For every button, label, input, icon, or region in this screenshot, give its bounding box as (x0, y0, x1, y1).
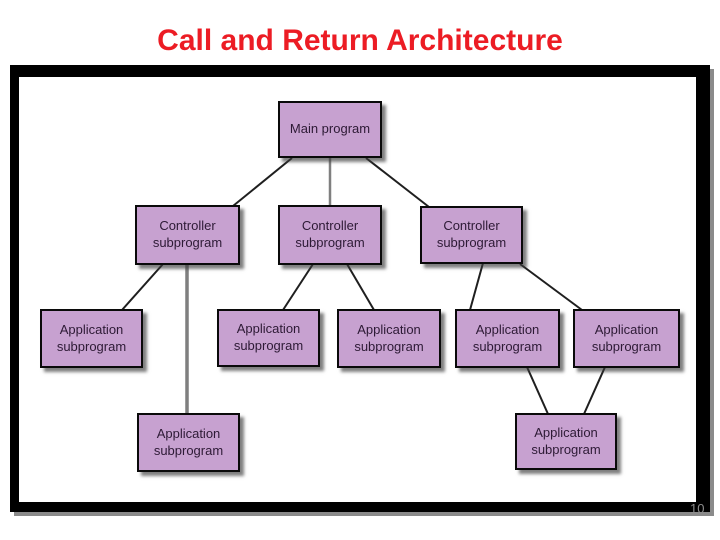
node-controller-1: Controller subprogram (135, 205, 240, 265)
node-label: Controller subprogram (436, 218, 507, 250)
node-label: Application subprogram (153, 425, 224, 458)
node-app-6: Application subprogram (137, 413, 240, 472)
node-label: Application subprogram (591, 321, 662, 354)
node-app-5: Application subprogram (573, 309, 680, 368)
node-app-7: Application subprogram (515, 413, 617, 470)
node-label: Application subprogram (233, 321, 304, 353)
node-controller-3: Controller subprogram (420, 206, 523, 264)
node-app-1: Application subprogram (40, 309, 143, 368)
node-app-4: Application subprogram (455, 309, 560, 368)
node-label: Application subprogram (354, 321, 424, 354)
node-label: Main program (289, 121, 371, 137)
node-app-3: Application subprogram (337, 309, 441, 368)
node-label: Controller subprogram (295, 218, 365, 250)
node-main: Main program (278, 101, 382, 158)
slide-title: Call and Return Architecture (157, 24, 563, 57)
page-number: 10 (690, 501, 705, 516)
node-label: Controller subprogram (152, 218, 223, 250)
node-label: Application subprogram (472, 321, 543, 354)
node-controller-2: Controller subprogram (278, 205, 382, 265)
node-label: Application subprogram (56, 321, 127, 354)
node-label: Application subprogram (531, 424, 601, 457)
node-app-2: Application subprogram (217, 309, 320, 367)
